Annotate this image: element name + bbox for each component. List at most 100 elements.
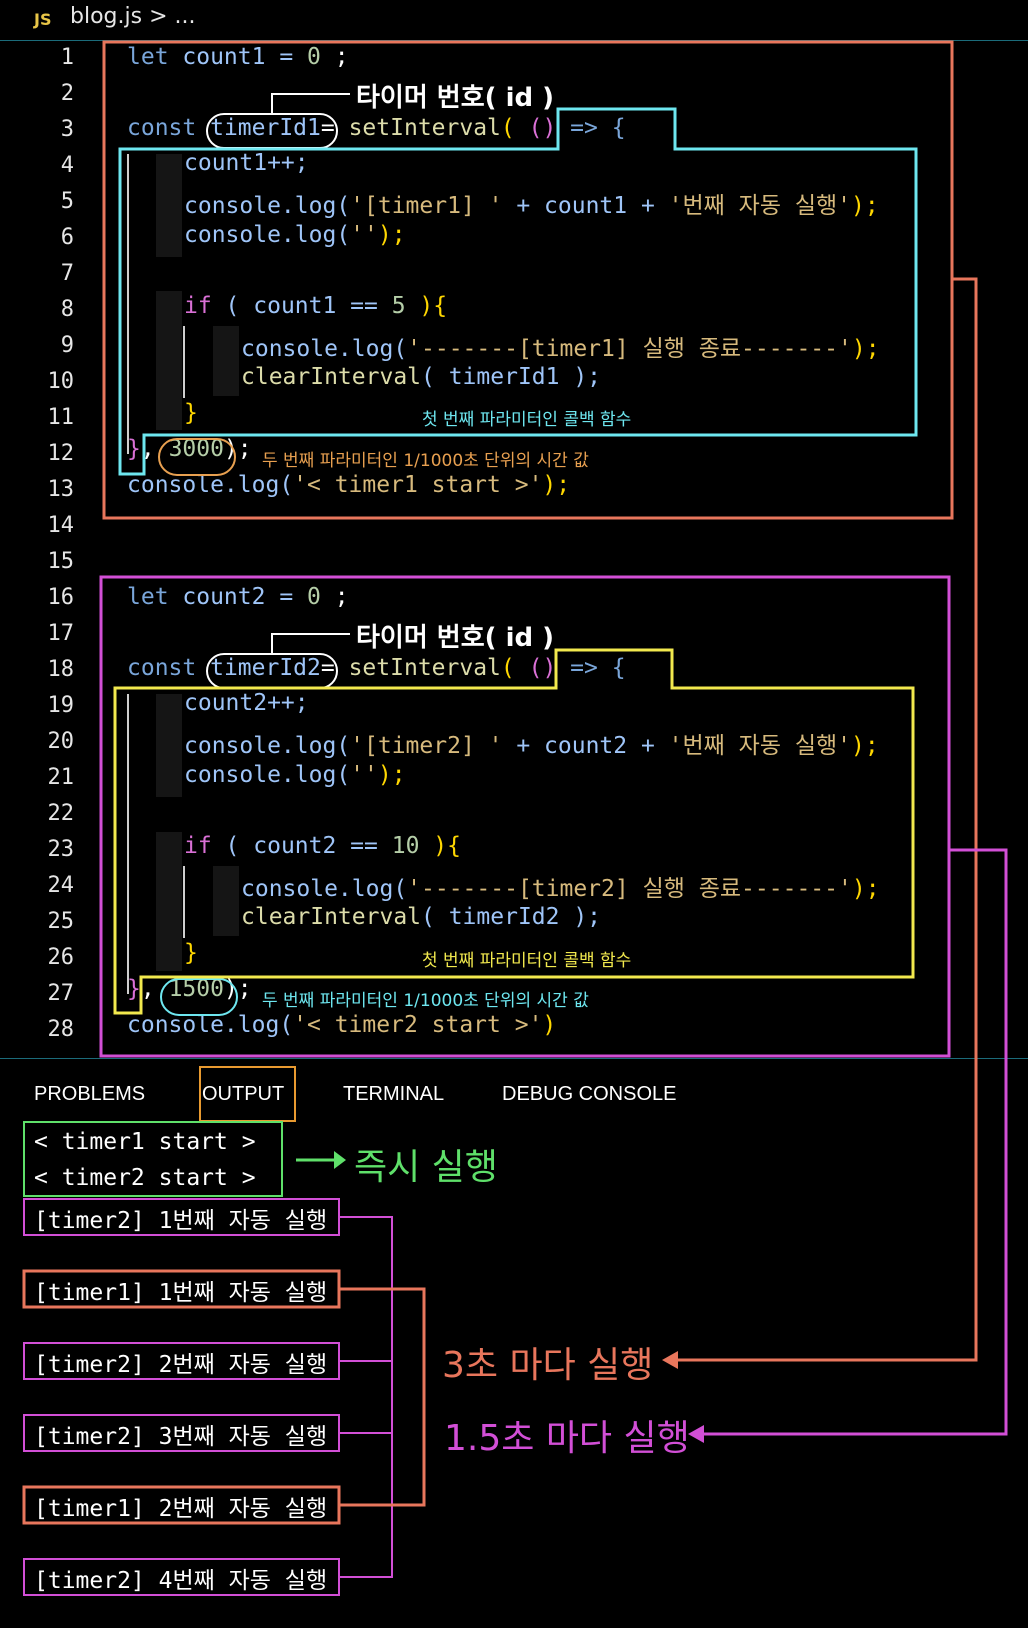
- timer2-output-box: [23, 1342, 340, 1380]
- immediate-output-box: [23, 1121, 283, 1197]
- output-line: < timer2 start >: [34, 1165, 256, 1191]
- timer1-block-frame: [102, 40, 954, 520]
- line-number: 2: [60, 81, 74, 106]
- indent-guide: [213, 866, 239, 936]
- timer1-arrow-head: [662, 1351, 678, 1369]
- indent-guide: [156, 832, 182, 971]
- indent-guide: [156, 291, 182, 430]
- immediate-label: 즉시 실행: [354, 1147, 498, 1188]
- code-line-3[interactable]: const timerId1= setInterval( () => {: [127, 115, 626, 141]
- code-line-28[interactable]: console.log('< timer2 start >'): [127, 1012, 557, 1038]
- code-line-26[interactable]: }: [184, 940, 198, 966]
- panel-divider: [0, 1058, 1028, 1059]
- line-number: 18: [47, 657, 75, 682]
- line-number: 15: [47, 549, 75, 574]
- code-line-6[interactable]: console.log('');: [184, 222, 406, 248]
- callback-annotation: 첫 번째 파라미터인 콜백 함수: [422, 410, 632, 430]
- timer-id-annotation: 타이머 번호( id ): [356, 623, 555, 653]
- line-number: 27: [47, 981, 75, 1006]
- timer1-bracket: [340, 1287, 426, 1507]
- code-line-16[interactable]: let count2 = 0 ;: [127, 584, 349, 610]
- javascript-file-icon: JS: [34, 10, 52, 29]
- time-value-highlight: [160, 978, 238, 1016]
- breadcrumb[interactable]: blog.js > ...: [70, 4, 196, 29]
- code-line-11[interactable]: }: [184, 400, 198, 426]
- code-line-20[interactable]: console.log('[timer2] ' + count2 + '번째 자…: [184, 733, 879, 759]
- line-number: 20: [47, 729, 75, 754]
- code-line-1[interactable]: let count1 = 0 ;: [127, 44, 349, 70]
- code-line-8[interactable]: if ( count1 == 5 ){: [184, 293, 448, 319]
- line-number: 5: [60, 189, 74, 214]
- code-line-24[interactable]: console.log('-------[timer2] 실행 종료------…: [241, 876, 880, 902]
- line-number: 4: [60, 153, 74, 178]
- timer2-arrow-head: [688, 1425, 704, 1443]
- line-number: 21: [47, 765, 75, 790]
- line-number: 12: [47, 441, 75, 466]
- line-number: 26: [47, 945, 75, 970]
- output-tab-highlight: [199, 1066, 296, 1122]
- line-number: 6: [60, 225, 74, 250]
- tab-terminal[interactable]: TERMINAL: [343, 1083, 445, 1105]
- line-number: 9: [60, 333, 74, 358]
- callback-annotation: 첫 번째 파라미터인 콜백 함수: [422, 951, 632, 971]
- line-number: 11: [47, 405, 75, 430]
- line-number: 17: [47, 621, 75, 646]
- timer2-output-box: [23, 1198, 340, 1236]
- line-number: 8: [60, 297, 74, 322]
- timer2-output-box: [23, 1414, 340, 1452]
- tab-problems[interactable]: PROBLEMS: [34, 1083, 146, 1105]
- code-line-9[interactable]: console.log('-------[timer1] 실행 종료------…: [241, 336, 880, 362]
- indent-line: [127, 154, 129, 454]
- output-line: [timer2] 2번째 자동 실행: [34, 1352, 328, 1378]
- indent-guide: [156, 154, 182, 257]
- line-number: 22: [47, 801, 75, 826]
- code-line-4[interactable]: count1++;: [184, 150, 309, 176]
- line-number: 14: [47, 513, 75, 538]
- immediate-arrow-head: [334, 1151, 346, 1169]
- output-line: [timer2] 4번째 자동 실행: [34, 1568, 328, 1594]
- code-line-10[interactable]: clearInterval( timerId1 );: [241, 364, 602, 390]
- output-line: [timer1] 2번째 자동 실행: [34, 1496, 328, 1522]
- line-number: 25: [47, 909, 75, 934]
- line-number: 10: [47, 369, 75, 394]
- indent-line: [183, 866, 185, 938]
- line-number: 16: [47, 585, 75, 610]
- line-number: 24: [47, 873, 75, 898]
- tab-debug-console[interactable]: DEBUG CONSOLE: [502, 1083, 677, 1105]
- code-line-21[interactable]: console.log('');: [184, 762, 406, 788]
- output-line: [timer2] 3번째 자동 실행: [34, 1424, 328, 1450]
- code-line-19[interactable]: count2++;: [184, 690, 309, 716]
- indent-line: [127, 694, 129, 994]
- callback2-outline: [113, 648, 915, 1015]
- line-number: 19: [47, 693, 75, 718]
- timer2-bracket: [340, 1216, 393, 1578]
- line-number: 13: [47, 477, 75, 502]
- interval-1-5s-label: 1.5초 마다 실행: [444, 1418, 690, 1459]
- indent-line: [183, 326, 185, 398]
- code-line-5[interactable]: console.log('[timer1] ' + count1 + '번째 자…: [184, 193, 879, 219]
- interval-3s-label: 3초 마다 실행: [442, 1345, 654, 1386]
- time-annotation: 두 번째 파라미터인 1/1000초 단위의 시간 값: [262, 991, 589, 1011]
- timer2-block-frame: [99, 575, 951, 1058]
- code-line-13[interactable]: console.log('< timer1 start >');: [127, 472, 571, 498]
- callback1-outline: [118, 107, 918, 476]
- timer1-output-box: [22, 1269, 341, 1309]
- timer-id-pointer: [271, 633, 350, 653]
- indent-guide: [156, 694, 182, 797]
- line-number: 3: [60, 117, 74, 142]
- timer-id-pointer: [271, 93, 350, 113]
- code-line-25[interactable]: clearInterval( timerId2 );: [241, 904, 602, 930]
- line-number: 7: [60, 261, 74, 286]
- time-value-highlight: [158, 438, 236, 476]
- timer1-connector: [672, 277, 978, 1362]
- timer1-output-box: [22, 1485, 341, 1525]
- output-line: [timer2] 1번째 자동 실행: [34, 1208, 328, 1234]
- timer-id-annotation: 타이머 번호( id ): [356, 83, 555, 113]
- tab-output[interactable]: OUTPUT: [202, 1083, 285, 1105]
- line-number: 1: [60, 45, 74, 70]
- code-line-23[interactable]: if ( count2 == 10 ){: [184, 833, 461, 859]
- timer2-connector: [698, 848, 1008, 1436]
- line-number: 23: [47, 837, 75, 862]
- line-number: 28: [47, 1017, 75, 1042]
